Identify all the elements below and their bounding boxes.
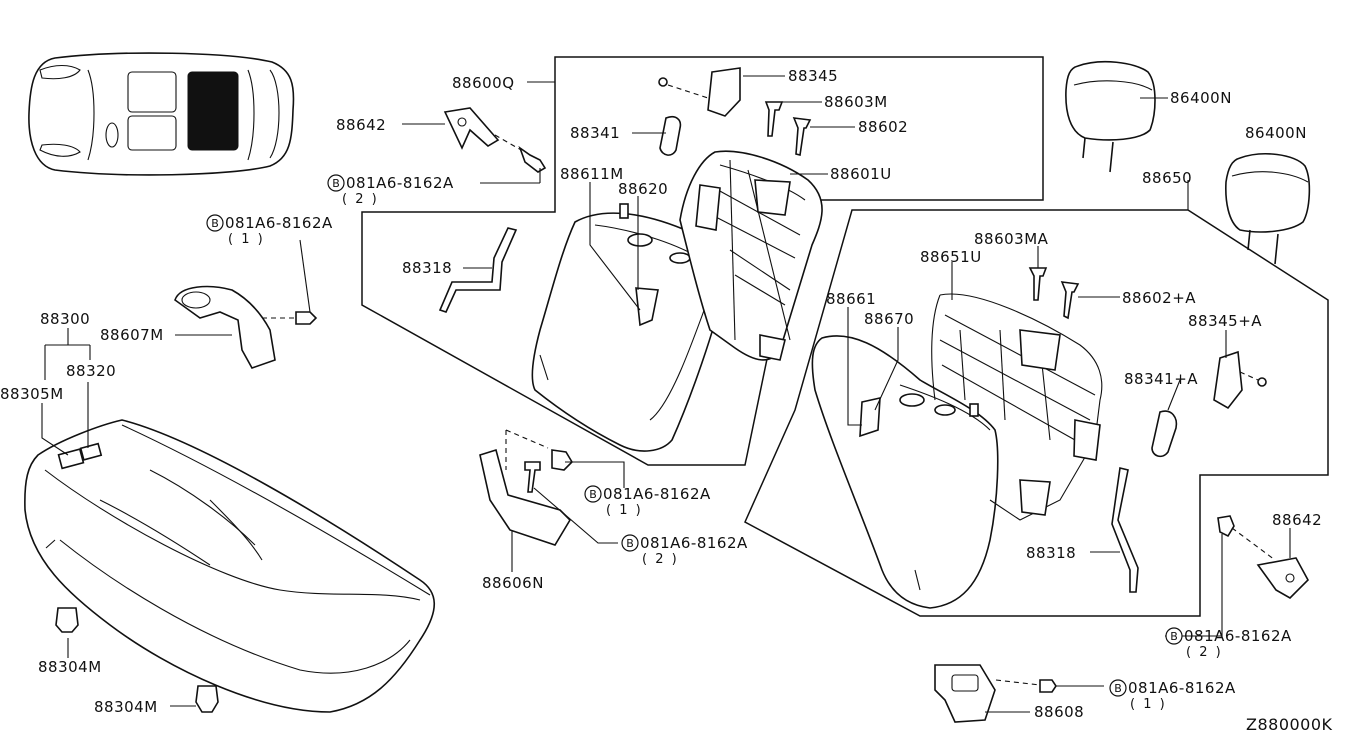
latch-88345 — [658, 67, 741, 117]
label-bolt-6-qty: ( 1 ) — [1130, 697, 1167, 712]
label-88611m: 88611M — [560, 165, 624, 183]
label-88341a: 88341+A — [1124, 370, 1198, 388]
label-bolt-2-qty: ( 1 ) — [228, 232, 265, 247]
label-88603ma: 88603MA — [974, 230, 1049, 248]
rear-seat-cushion — [24, 419, 435, 713]
label-88345a: 88345+A — [1188, 312, 1262, 330]
bracket-88606n — [479, 429, 574, 546]
label-88642-bottom: 88642 — [1272, 511, 1322, 529]
pin-88603m — [764, 101, 784, 137]
label-88320: 88320 — [66, 362, 116, 380]
car-locator-icon — [28, 52, 295, 176]
label-bolt-2-code: 081A6-8162A — [225, 214, 333, 232]
bolt-symbol-5: B — [1165, 627, 1183, 645]
label-88345: 88345 — [788, 67, 838, 85]
hinge-bracket-top — [443, 107, 547, 173]
seat-back-group-frame — [361, 56, 1044, 466]
bracket-88608 — [934, 664, 1057, 723]
label-bolt-3-qty: ( 1 ) — [606, 503, 643, 518]
pin-88602a — [1060, 281, 1080, 320]
rod-88318-top — [438, 227, 518, 313]
label-86400n-2: 86400N — [1245, 124, 1307, 142]
pin-88603ma — [1028, 267, 1048, 301]
label-88600q: 88600Q — [452, 74, 515, 92]
label-bolt-6-code: 081A6-8162A — [1128, 679, 1236, 697]
label-88601u: 88601U — [830, 165, 892, 183]
label-88670: 88670 — [864, 310, 914, 328]
label-88606n: 88606N — [482, 574, 544, 592]
label-bolt-4-code: 081A6-8162A — [640, 534, 748, 552]
svg-text:B: B — [1170, 630, 1178, 643]
bolt-symbol-2: B — [206, 214, 224, 232]
bolt-symbol-3: B — [584, 485, 602, 503]
clip-88304m-2 — [195, 685, 219, 713]
label-bolt-3-code: 081A6-8162A — [603, 485, 711, 503]
svg-text:B: B — [626, 537, 634, 550]
label-88341: 88341 — [570, 124, 620, 142]
headrest-1 — [1065, 60, 1156, 173]
seat-back-rh — [811, 293, 1103, 609]
label-86400n-1: 86400N — [1170, 89, 1232, 107]
label-88602a: 88602+A — [1122, 289, 1196, 307]
label-88305m: 88305M — [0, 385, 64, 403]
hinge-bracket-bottom — [1217, 515, 1309, 599]
svg-text:B: B — [211, 217, 219, 230]
label-88304m-2: 88304M — [94, 698, 158, 716]
label-88651u: 88651U — [920, 248, 982, 266]
label-88304m-1: 88304M — [38, 658, 102, 676]
clip-88304m-1 — [55, 607, 79, 633]
label-88300: 88300 — [40, 310, 90, 328]
bolt-symbol-4: B — [621, 534, 639, 552]
label-bolt-5-qty: ( 2 ) — [1186, 645, 1223, 660]
cover-88341 — [659, 115, 682, 156]
label-88620: 88620 — [618, 180, 668, 198]
cover-88341a — [1151, 410, 1178, 458]
label-bolt-4-qty: ( 2 ) — [642, 552, 679, 567]
rod-88318-bottom — [1111, 467, 1139, 593]
pin-88602 — [792, 117, 812, 156]
diagram-code: Z880000K — [1246, 715, 1333, 734]
label-bolt-1-qty: ( 2 ) — [342, 192, 379, 207]
label-88661: 88661 — [826, 290, 876, 308]
leader-lines — [41, 75, 1291, 713]
label-88608: 88608 — [1034, 703, 1084, 721]
label-bolt-1-code: 081A6-8162A — [346, 174, 454, 192]
headrest-2 — [1225, 153, 1311, 265]
bolt-symbol-6: B — [1109, 679, 1127, 697]
label-88642-top: 88642 — [336, 116, 386, 134]
latch-88345a — [1213, 350, 1267, 410]
label-88602: 88602 — [858, 118, 908, 136]
svg-text:B: B — [589, 488, 597, 501]
bolt-symbol-1: B — [327, 174, 345, 192]
svg-text:B: B — [332, 177, 340, 190]
seat-back-lh — [531, 150, 823, 452]
label-88603m: 88603M — [824, 93, 888, 111]
label-88318-bottom: 88318 — [1026, 544, 1076, 562]
label-88650: 88650 — [1142, 169, 1192, 187]
label-88318-top: 88318 — [402, 259, 452, 277]
svg-text:B: B — [1114, 682, 1122, 695]
seat-back-rh-group-frame — [744, 209, 1329, 617]
label-bolt-5-code: 081A6-8162A — [1184, 627, 1292, 645]
label-88607m: 88607M — [100, 326, 164, 344]
bracket-88607m — [174, 285, 318, 369]
